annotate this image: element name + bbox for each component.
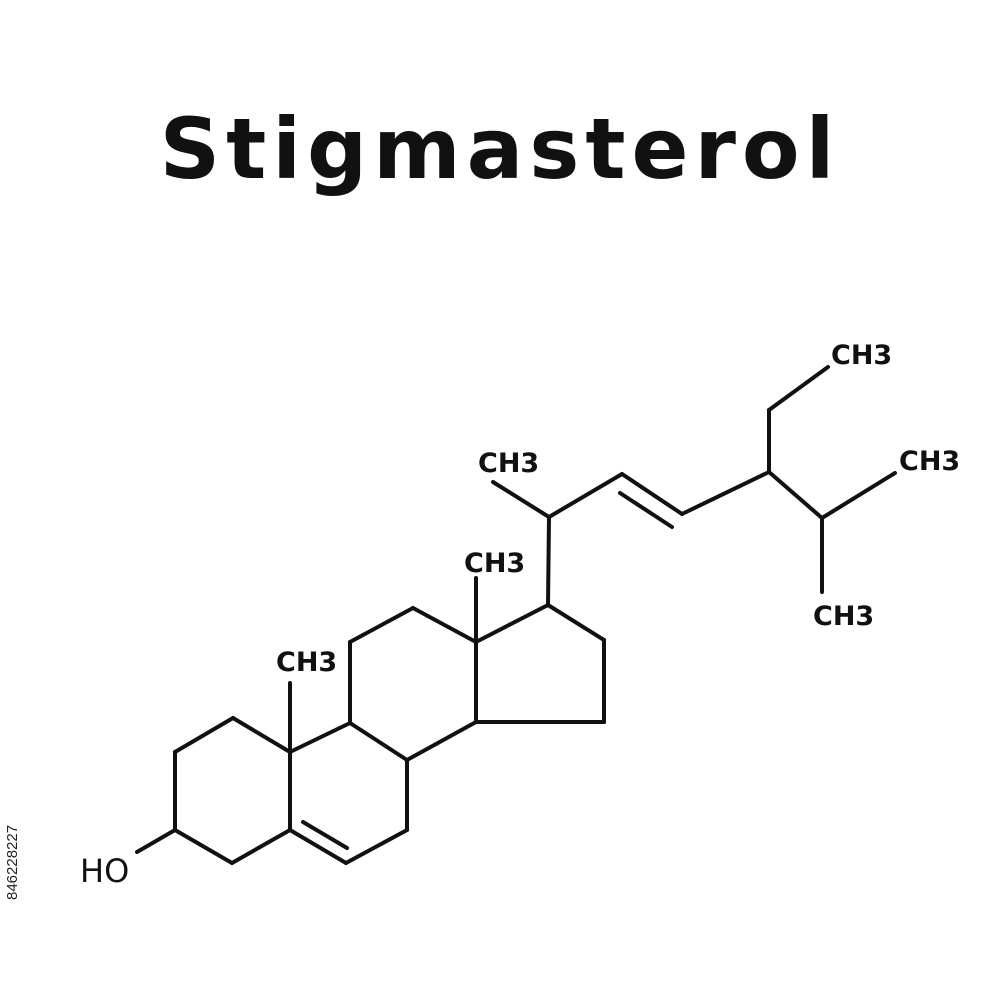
compound-title: Stigmasterol (159, 100, 841, 198)
methyl-label-c10: CH3 (276, 647, 337, 678)
double-bond-c5-c6 (301, 820, 349, 850)
methyl-label-c13: CH3 (464, 548, 525, 579)
ring-a (173, 716, 292, 865)
substituents (135, 365, 897, 854)
ring-c (348, 606, 478, 762)
methyl-label-c20: CH3 (478, 448, 539, 479)
methyl-label-isopropyl-b: CH3 (813, 601, 874, 632)
hydroxyl-bond (135, 828, 177, 854)
stock-image-id: 846228227 (4, 824, 21, 900)
ring-d (474, 603, 606, 724)
ring-b (288, 721, 409, 865)
hydroxyl-label: HO (80, 852, 129, 890)
methyl-label-isopropyl-a: CH3 (899, 446, 960, 477)
double-bond-c22-c23 (618, 491, 674, 529)
methyl-label-ethyl: CH3 (831, 340, 892, 371)
atom-labels: HO CH3 CH3 CH3 CH3 CH3 CH3 (80, 340, 960, 890)
